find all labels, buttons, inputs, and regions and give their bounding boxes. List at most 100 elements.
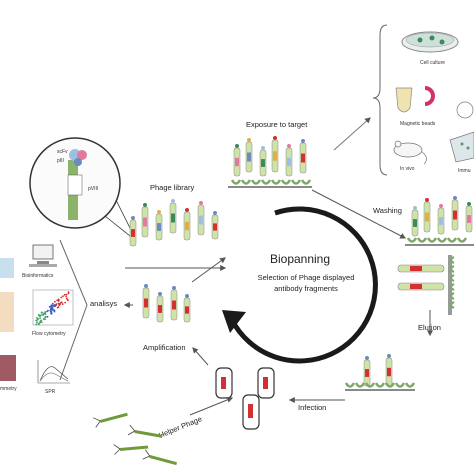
flow-dot (39, 314, 42, 317)
flow-dot (37, 317, 40, 320)
flow-dot (65, 297, 68, 300)
phage-icon (170, 286, 178, 321)
flow-dot (52, 309, 54, 311)
phage-icon (423, 198, 431, 233)
cycle-arrow (229, 206, 378, 364)
phage-icon (129, 216, 137, 247)
phage-icon (385, 354, 393, 387)
computer-icon (29, 244, 57, 267)
antigen-icon (364, 382, 376, 388)
antigen-icon (449, 256, 455, 264)
phage-icon (271, 136, 279, 173)
bacteria-cell-1 (215, 367, 233, 399)
mouse-icon (393, 142, 423, 158)
flow-dot (50, 304, 53, 307)
flow-dot (50, 312, 53, 315)
flow-cytometry-plot (32, 289, 74, 326)
analysis-label: analisys (90, 299, 117, 308)
bioinformatics-label: Bioinformatics (22, 273, 54, 279)
flow-dot (46, 310, 48, 313)
phage-library-label: Phage library (150, 183, 194, 192)
phage-icon (465, 202, 473, 233)
analysis-brace (59, 239, 88, 381)
biopanning-cycle: Biopanning Selection of Phage displayed … (222, 206, 378, 364)
flow-dot (51, 306, 54, 309)
flow-dot (35, 317, 38, 319)
svg-text:pIII: pIII (57, 158, 64, 164)
helper-phage-icon (93, 412, 128, 428)
flow-dot (35, 323, 38, 326)
antigen-icon (300, 179, 312, 185)
antigen-icon (449, 292, 455, 300)
flow-dot (44, 316, 47, 318)
antigen-icon (280, 179, 292, 185)
phage-icon (142, 284, 150, 319)
amplification-label: Amplification (143, 343, 186, 352)
flow-dot (36, 321, 38, 324)
flow-dot (57, 300, 60, 302)
washing-arrow (311, 189, 407, 239)
amplification-arrow (192, 347, 209, 366)
phage-icon (245, 138, 253, 173)
antigen-icon (406, 237, 418, 243)
antigen-icon (456, 237, 468, 243)
antigen-icon (270, 179, 282, 185)
flow-dot (44, 312, 46, 314)
helper-phage-icon (113, 444, 149, 455)
phage-icon (155, 210, 163, 241)
sequence-panel (0, 258, 14, 278)
flow-dot (39, 321, 41, 324)
phage-icon (183, 208, 191, 241)
helper-phage-icon (142, 449, 178, 466)
eluting-phage-2 (397, 282, 445, 291)
flow-dot (53, 305, 55, 308)
tube-icon (395, 87, 413, 113)
center-title: Biopanning (270, 252, 330, 266)
antigen-icon (374, 382, 386, 388)
flow-dot (39, 317, 41, 319)
flow-dot (41, 313, 44, 316)
antigen-icon (290, 179, 302, 185)
flow-dot (42, 318, 45, 320)
phage-icon (197, 201, 205, 236)
spr-label: SPR (45, 389, 56, 395)
exposure-group: Exposure to target (228, 117, 371, 188)
antigen-icon (449, 265, 455, 273)
washing-group: Washing (311, 189, 474, 246)
antigen-icon (344, 382, 356, 388)
svg-text:scFv: scFv (57, 149, 68, 155)
in-vivo-label: In vivo (400, 166, 415, 172)
antigen-icon (426, 237, 438, 243)
infection-label: Infection (298, 403, 326, 412)
bacteria-cell-3 (242, 394, 260, 430)
antigen-icon (449, 301, 455, 309)
antigen-icon (416, 237, 428, 243)
helper-phage-group: Helper Phage (93, 397, 234, 466)
antigen-icon (250, 179, 262, 185)
plate-icon (449, 131, 474, 163)
phage-icon (285, 144, 293, 177)
flow-dot (53, 304, 56, 306)
elution-label: Elution (418, 323, 441, 332)
phage-zoom-inset: scFv pIII pVIII (29, 137, 135, 237)
phage-library-group: Phage library (125, 183, 227, 271)
phage-icon (233, 144, 241, 177)
magnet-icon (424, 86, 435, 106)
flow-dot (64, 301, 67, 304)
phage-icon (211, 211, 219, 240)
antigen-icon (394, 382, 406, 388)
amplification-group: Amplification (142, 257, 226, 366)
flow-dot (54, 300, 56, 303)
to-targets-arrow (333, 117, 371, 151)
flow-dot (40, 321, 43, 323)
flow-dot (37, 314, 40, 317)
eluting-phage-1 (397, 264, 445, 273)
center-subtitle-1: Selection of Phage displayed (258, 273, 355, 282)
center-subtitle-2: antibody fragments (274, 284, 338, 293)
magnetic-beads-label: Magnetic beads (400, 121, 436, 127)
cell-culture-label: Cell culture (420, 60, 445, 66)
flow-dot (56, 306, 59, 309)
flow-dot (62, 295, 64, 298)
cycle-arrowhead-icon (222, 310, 246, 333)
